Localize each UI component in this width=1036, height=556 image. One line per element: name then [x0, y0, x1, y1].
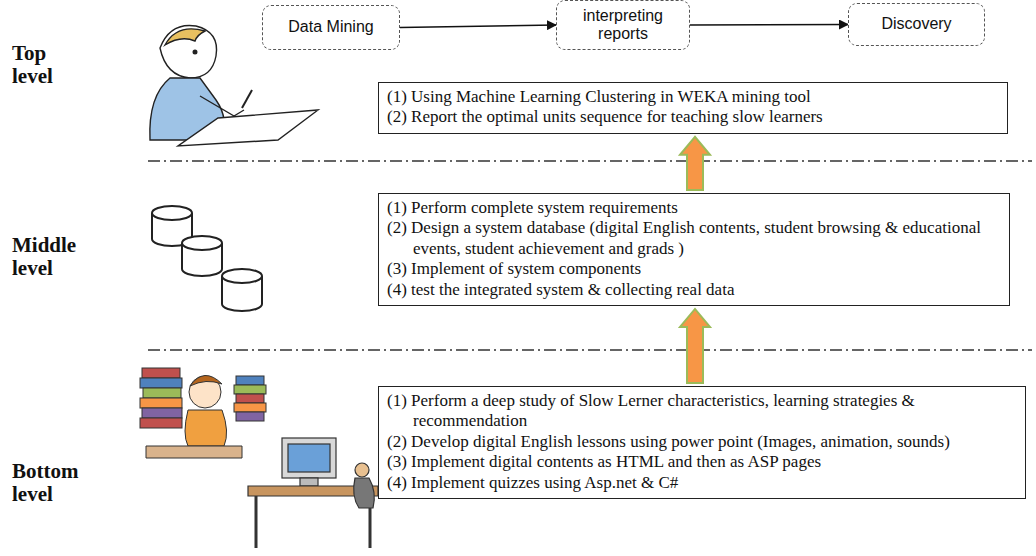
head [160, 25, 217, 78]
book [236, 394, 264, 403]
box-text: (2) Develop digital English lessons usin… [387, 432, 1017, 452]
box-text: (3) Implement digital contents as HTML a… [387, 452, 1017, 472]
box-text: (2) Design a system database (digital En… [387, 218, 1001, 259]
book [236, 412, 264, 421]
level-separator [148, 160, 1032, 161]
eye [193, 50, 197, 54]
block-arrow [680, 137, 710, 190]
monitor [282, 438, 336, 478]
level-label: Top level [12, 42, 92, 88]
box-text: interpreting reports [563, 7, 683, 44]
shirt [185, 410, 227, 446]
process-step: Discovery [848, 3, 985, 46]
screen [288, 444, 330, 472]
book [234, 385, 266, 394]
box-text: (4) test the integrated system & collect… [387, 280, 1001, 300]
level-label: Bottom level [12, 460, 92, 506]
book [140, 378, 182, 388]
computer-figure [248, 438, 378, 548]
flow-arrow [400, 25, 556, 28]
task-box: (1) Perform a deep study of Slow Lerner … [378, 386, 1026, 499]
database-symbol [152, 206, 262, 311]
level-label: Middle level [12, 234, 92, 280]
box-text: Data Mining [288, 18, 373, 36]
worker-body [354, 478, 375, 508]
process-step: Data Mining [262, 5, 400, 50]
flow-arrow [690, 24, 848, 26]
book [142, 368, 180, 378]
hair [190, 375, 222, 386]
box-text: (2) Report the optimal units sequence fo… [387, 107, 999, 127]
cylinder-top [222, 269, 262, 283]
cylinder-top [152, 206, 192, 220]
monitor-stand [300, 478, 318, 486]
box-text: (1) Perform a deep study of Slow Lerner … [387, 391, 1017, 432]
worker-head [355, 463, 369, 477]
pen [242, 90, 252, 108]
box-text: (1) Using Machine Learning Clustering in… [387, 87, 999, 107]
cylinder-top [182, 236, 222, 250]
process-step: interpreting reports [556, 0, 690, 50]
book [142, 408, 182, 418]
book [143, 388, 181, 398]
paper [178, 110, 318, 146]
desk [146, 446, 242, 458]
book [140, 418, 182, 428]
book [140, 398, 182, 408]
box-text: (4) Implement quizzes using Asp.net & C# [387, 473, 1017, 493]
book [236, 376, 264, 385]
task-box: (1) Perform complete system requirements… [378, 193, 1010, 306]
task-box: (1) Using Machine Learning Clustering in… [378, 82, 1008, 134]
box-text: (1) Perform complete system requirements [387, 198, 1001, 218]
book [234, 403, 266, 412]
head [189, 376, 221, 408]
hair [165, 29, 205, 45]
block-arrow [680, 309, 710, 383]
books-figure [140, 368, 266, 458]
desk-leg [256, 496, 370, 548]
box-text: (3) Implement of system components [387, 259, 1001, 279]
level-separator [148, 349, 1032, 350]
box-text: Discovery [881, 15, 951, 33]
arm [200, 96, 244, 116]
